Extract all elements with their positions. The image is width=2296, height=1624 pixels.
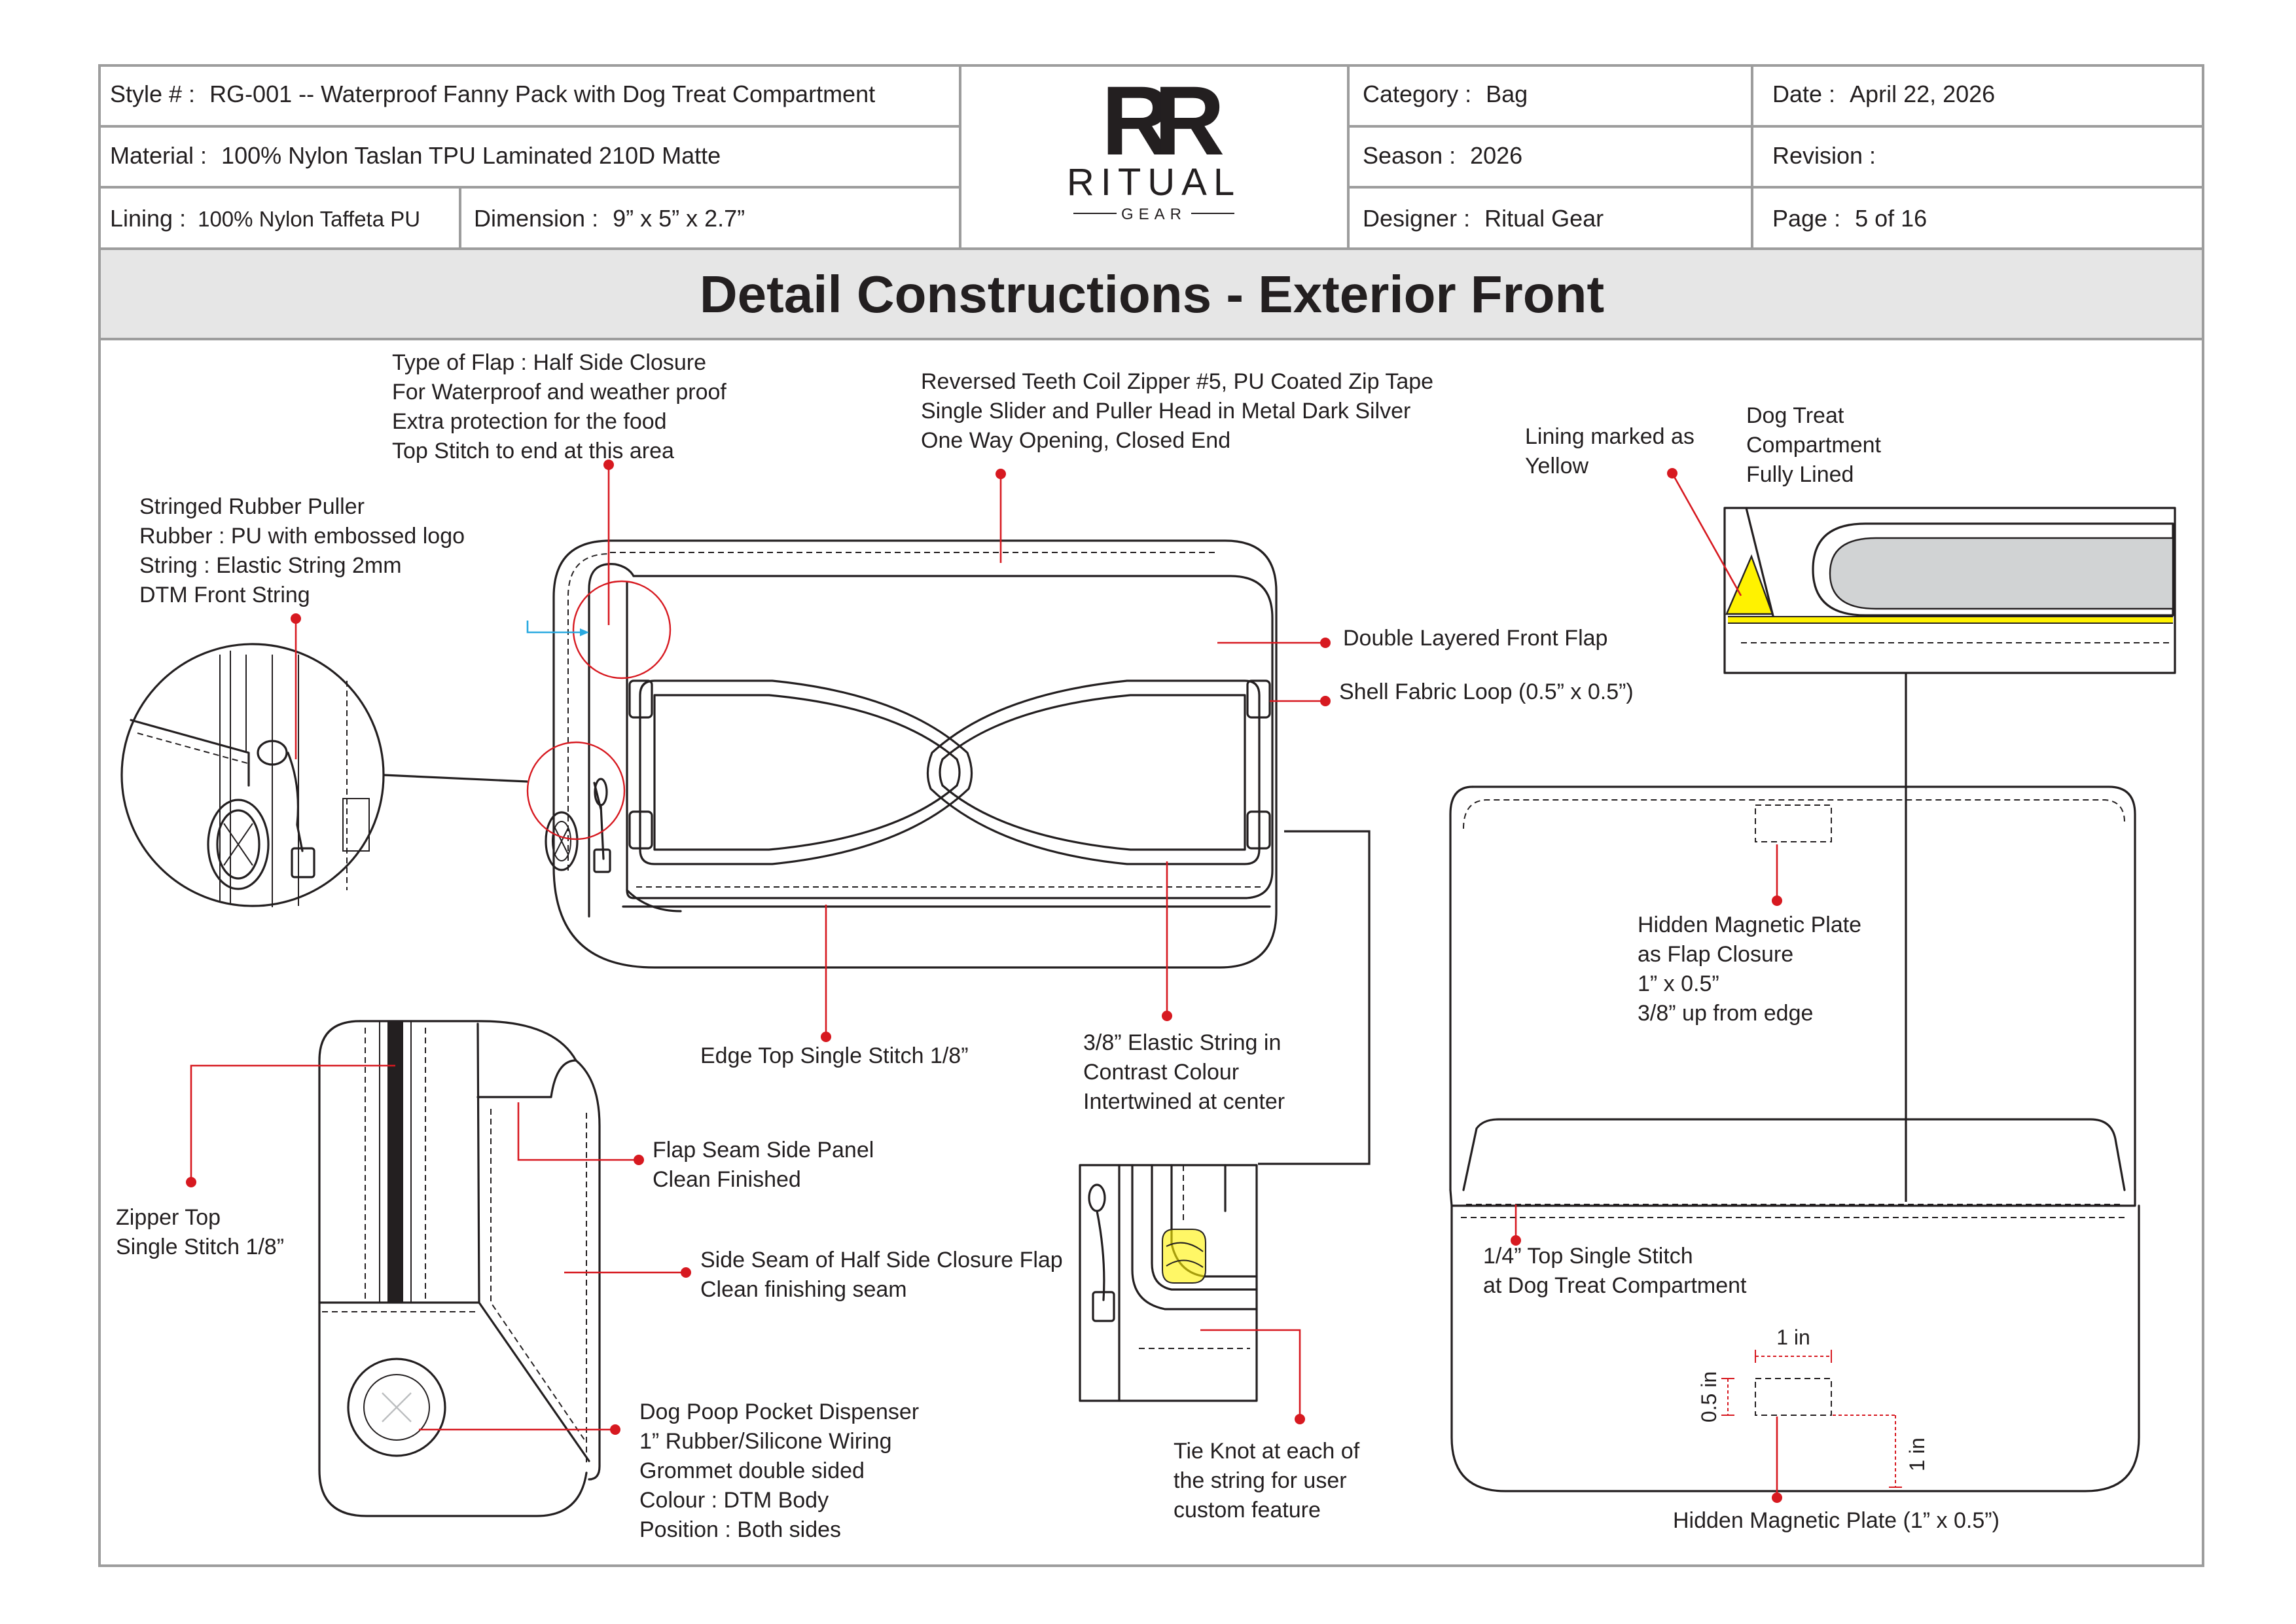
brand-name: RITUAL <box>1067 161 1241 204</box>
callout-tie-knot: Tie Knot at each of the string for user … <box>1174 1439 1366 1523</box>
style-value: RG-001 -- Waterproof Fanny Pack with Dog… <box>209 81 875 107</box>
header-grid <box>98 64 2204 1567</box>
svg-text:Season :2026: Season : 2026 <box>1363 142 1522 169</box>
svg-text:Dimension :9” x 5” x 2.7”: Dimension : 9” x 5” x 2.7” <box>474 205 745 232</box>
svg-text:Lining :100% Nylon Taffeta PU: Lining : 100% Nylon Taffeta PU <box>110 205 420 232</box>
puller-zoom-detail <box>120 643 528 907</box>
brand-sub: GEAR <box>1121 206 1187 223</box>
dim-height-label: 0.5 in <box>1697 1371 1721 1422</box>
opened-bag-view <box>1449 785 2140 1492</box>
brand-monogram: RR <box>1102 65 1223 175</box>
season-value: 2026 <box>1470 142 1522 169</box>
dog-treat-compartment-inset <box>1723 507 2176 1202</box>
svg-text:Revision :: Revision : <box>1772 142 1876 169</box>
callout-front-flap: Double Layered Front Flap <box>1343 626 1607 651</box>
leader-lines <box>186 460 1782 1503</box>
callout-zipper-top: Zipper Top Single Stitch 1/8” <box>116 1205 284 1259</box>
callout-side-seam: Side Seam of Half Side Closure Flap Clea… <box>700 1248 1069 1302</box>
callout-loop: Shell Fabric Loop (0.5” x 0.5”) <box>1339 679 1634 704</box>
material-label: Material : <box>110 142 207 169</box>
season-label: Season : <box>1363 142 1456 169</box>
revision-label: Revision : <box>1772 142 1876 169</box>
callout-puller: Stringed Rubber Puller Rubber : PU with … <box>139 494 471 607</box>
category-label: Category : <box>1363 81 1471 107</box>
category-value: Bag <box>1486 81 1528 107</box>
date-value: April 22, 2026 <box>1850 81 1995 107</box>
callout-magnet-bottom: Hidden Magnetic Plate (1” x 0.5”) <box>1673 1508 2000 1533</box>
svg-text:Page :5 of 16: Page : 5 of 16 <box>1772 205 1927 232</box>
side-view <box>318 1020 601 1517</box>
callout-elastic: 3/8” Elastic String in Contrast Colour I… <box>1083 1030 1287 1114</box>
lining-value: 100% Nylon Taffeta PU <box>198 207 420 231</box>
bag-front-view <box>526 539 1278 969</box>
tie-knot-detail <box>1079 1164 1258 1402</box>
style-label: Style # : <box>110 81 195 107</box>
callout-lining-yellow: Lining marked as Yellow <box>1525 424 1700 478</box>
dimension-label: Dimension : <box>474 205 598 232</box>
page-title: Detail Constructions - Exterior Front <box>700 265 1604 323</box>
callout-edge-stitch: Edge Top Single Stitch 1/8” <box>700 1043 969 1068</box>
dim-offset-label: 1 in <box>1905 1437 1929 1471</box>
page-value: 5 of 16 <box>1855 205 1927 232</box>
callout-flap-type: Type of Flap : Half Side Closure For Wat… <box>392 350 732 463</box>
knot-yellow <box>1162 1229 1206 1284</box>
magnet-dimensions: 1 in 0.5 in 1 in <box>1697 1326 1929 1488</box>
title-band <box>98 247 2204 340</box>
dim-width-label: 1 in <box>1776 1326 1810 1349</box>
lining-yellow-area <box>1725 554 1774 615</box>
callout-top-stitch-dog-treat: 1/4” Top Single Stitch at Dog Treat Comp… <box>1483 1244 1747 1298</box>
dimension-value: 9” x 5” x 2.7” <box>613 205 745 232</box>
svg-text:Designer :Ritual Gear: Designer : Ritual Gear <box>1363 205 1604 232</box>
svg-text:Date :April 22, 2026: Date : April 22, 2026 <box>1772 81 1995 107</box>
callout-magnet-top: Hidden Magnetic Plate as Flap Closure 1”… <box>1638 912 1868 1026</box>
page-label: Page : <box>1772 205 1840 232</box>
designer-label: Designer : <box>1363 205 1470 232</box>
callout-poop-dispenser: Dog Poop Pocket Dispenser 1” Rubber/Sili… <box>639 1399 925 1542</box>
lining-label: Lining : <box>110 205 186 232</box>
callout-zipper: Reversed Teeth Coil Zipper #5, PU Coated… <box>921 369 1440 453</box>
brand-logo: RR RITUAL GEAR <box>1067 65 1242 223</box>
svg-text:Material :100% Nylon Taslan TP: Material : 100% Nylon Taslan TPU Laminate… <box>110 142 721 169</box>
date-label: Date : <box>1772 81 1835 107</box>
designer-value: Ritual Gear <box>1484 205 1604 232</box>
callout-dog-treat: Dog Treat Compartment Fully Lined <box>1746 403 1887 487</box>
svg-text:Category :Bag: Category : Bag <box>1363 81 1528 107</box>
svg-text:Style # :RG-001 -- Waterproof: Style # : RG-001 -- Waterproof Fanny Pack… <box>110 81 875 107</box>
material-value: 100% Nylon Taslan TPU Laminated 210D Mat… <box>221 142 721 169</box>
callout-flap-seam: Flap Seam Side Panel Clean Finished <box>653 1138 880 1192</box>
